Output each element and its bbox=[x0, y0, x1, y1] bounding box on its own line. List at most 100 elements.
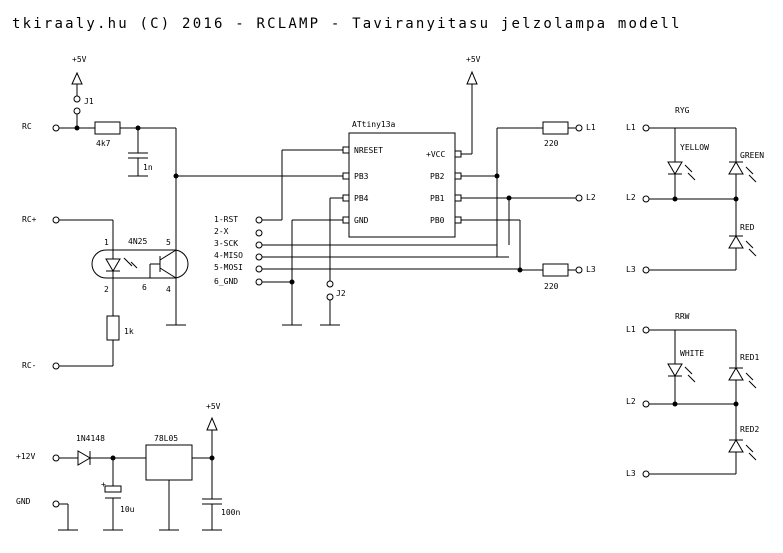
mcu-pin bbox=[342, 146, 350, 154]
lamp-ryg-l1-label: L1 bbox=[626, 123, 636, 132]
header-terminal bbox=[255, 229, 263, 237]
lamp-ryg-l1-terminal bbox=[642, 124, 650, 132]
light-arrow-icon bbox=[748, 174, 757, 183]
header-terminal bbox=[255, 278, 263, 286]
jumper-j1-top bbox=[73, 95, 81, 103]
jumper-j1-label: J1 bbox=[84, 97, 94, 106]
rc-input-section: +5V J1 RC 4k7 1n bbox=[22, 55, 349, 325]
mcu-attiny13a: ATtiny13a NRESET PB3 PB4 GND +VCC PB2 PB… bbox=[281, 55, 596, 325]
header-pin-mosi: 5-MOSI bbox=[214, 263, 243, 272]
mcu-pin-vcc: +VCC bbox=[426, 150, 445, 159]
header-pin-sck: 3-SCK bbox=[214, 239, 238, 248]
rc-plus-label: RC+ bbox=[22, 215, 37, 224]
light-arrow-icon bbox=[123, 257, 133, 267]
mcu-pin-pb0: PB0 bbox=[430, 216, 445, 225]
resistor-1k bbox=[106, 315, 120, 341]
mcu-pin bbox=[454, 194, 462, 202]
lamp-rrw: RRW L1 WHITE RED1 L2 RED2 L3 bbox=[626, 312, 759, 478]
mcu-pin-pb2: PB2 bbox=[430, 172, 445, 181]
rc-terminal bbox=[52, 124, 60, 132]
output-l3-terminal bbox=[575, 266, 583, 274]
header-pin-miso: 4-MISO bbox=[214, 251, 243, 260]
led-red1-label: RED1 bbox=[740, 353, 759, 362]
optocoupler-label: 4N25 bbox=[128, 237, 147, 246]
capacitor-10u-label: 10u bbox=[120, 505, 135, 514]
lamp-ryg-l3-label: L3 bbox=[626, 265, 636, 274]
header-terminal bbox=[255, 253, 263, 261]
opto-led-icon bbox=[105, 258, 121, 272]
regulator-78l05 bbox=[145, 444, 193, 481]
mcu-pin bbox=[454, 172, 462, 180]
vcc-label-supply: +5V bbox=[206, 402, 221, 411]
v12-terminal bbox=[52, 454, 60, 462]
header-terminal bbox=[255, 241, 263, 249]
light-arrow-icon bbox=[687, 374, 696, 383]
capacitor-100n-label: 100n bbox=[221, 508, 240, 517]
rc-input-label: RC bbox=[22, 122, 32, 131]
lamp-rrw-l2-terminal bbox=[642, 400, 650, 408]
junction-dot bbox=[672, 401, 678, 407]
light-arrow-icon bbox=[684, 366, 693, 375]
output-l3-label: L3 bbox=[586, 265, 596, 274]
resistor-4k7 bbox=[94, 121, 121, 135]
rc-plus-terminal bbox=[52, 216, 60, 224]
resistor-4k7-label: 4k7 bbox=[96, 139, 111, 148]
output-l1-terminal bbox=[575, 124, 583, 132]
light-arrow-icon bbox=[745, 166, 754, 175]
led-red-label: RED bbox=[740, 223, 755, 232]
mcu-pin bbox=[454, 216, 462, 224]
regulator-label: 78L05 bbox=[154, 434, 178, 443]
led-red2-label: RED2 bbox=[740, 425, 759, 434]
light-arrow-icon bbox=[745, 372, 754, 381]
header-terminal bbox=[255, 265, 263, 273]
gnd-terminal bbox=[52, 500, 60, 508]
mcu-body bbox=[348, 132, 456, 238]
light-arrow-icon bbox=[748, 248, 757, 257]
opto-pin-5: 5 bbox=[166, 238, 171, 247]
led-yellow-icon bbox=[667, 161, 683, 175]
vcc-arrow-rc bbox=[71, 71, 83, 85]
mcu-pin bbox=[342, 194, 350, 202]
opto-pin-1: 1 bbox=[104, 238, 109, 247]
mcu-pin-pb1: PB1 bbox=[430, 194, 445, 203]
resistor-220-l3-label: 220 bbox=[544, 282, 559, 291]
rc-minus-label: RC- bbox=[22, 361, 36, 370]
gnd-input-label: GND bbox=[16, 497, 31, 506]
programming-header: 1-RST 2-X 3-SCK 4-MISO 5-MOSI 6_GND J2 bbox=[214, 215, 520, 326]
lamp-rrw-l1-terminal bbox=[642, 326, 650, 334]
jumper-j2-top bbox=[326, 280, 334, 288]
lamp-ryg-l2-label: L2 bbox=[626, 193, 636, 202]
header-terminal bbox=[255, 216, 263, 224]
vcc-arrow-supply bbox=[206, 416, 218, 431]
junction-dot bbox=[74, 125, 80, 131]
diode-icon bbox=[77, 450, 91, 466]
jumper-j2-label: J2 bbox=[336, 289, 346, 298]
header-pin-gnd: 6_GND bbox=[214, 277, 238, 286]
light-arrow-icon bbox=[684, 164, 693, 173]
mcu-pin-pb3: PB3 bbox=[354, 172, 369, 181]
led-white-label: WHITE bbox=[680, 349, 704, 358]
output-l1-label: L1 bbox=[586, 123, 596, 132]
opto-pin-4: 4 bbox=[166, 285, 171, 294]
optocoupler-body bbox=[91, 249, 189, 279]
optocoupler-4n25: RC+ 4N25 1 2 5 4 6 1k RC- bbox=[22, 215, 189, 370]
schematic-title: tkiraaly.hu (C) 2016 - RCLAMP - Tavirany… bbox=[12, 16, 682, 32]
resistor-220-l3 bbox=[542, 263, 569, 277]
jumper-j2-bottom bbox=[326, 293, 334, 301]
lamp-rrw-l3-terminal bbox=[642, 470, 650, 478]
vcc-arrow-mcu bbox=[466, 70, 478, 85]
led-white-icon bbox=[667, 363, 683, 377]
light-arrow-icon bbox=[687, 172, 696, 181]
lamp-ryg: RYG L1 YELLOW GREEN L2 RED L3 bbox=[626, 106, 764, 274]
light-arrow-icon bbox=[130, 261, 138, 269]
led-green-label: GREEN bbox=[740, 151, 764, 160]
lamp-rrw-l3-label: L3 bbox=[626, 469, 636, 478]
led-red1-icon bbox=[728, 367, 744, 381]
capacitor-10u bbox=[104, 485, 122, 493]
diode-label: 1N4148 bbox=[76, 434, 105, 443]
led-green-icon bbox=[728, 161, 744, 175]
cap-polarity-label: + bbox=[101, 480, 106, 489]
lamp-rrw-title: RRW bbox=[675, 312, 690, 321]
led-red-icon bbox=[728, 235, 744, 249]
